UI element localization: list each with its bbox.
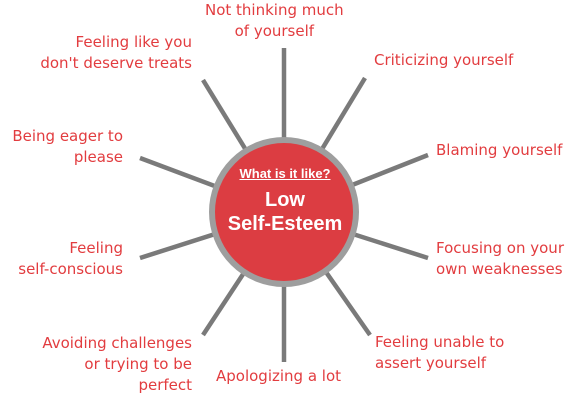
label-self-conscious: Feeling self-conscious [18, 239, 123, 278]
label-apologizing: Apologizing a lot [216, 367, 342, 385]
label-blaming-yourself: Blaming yourself [436, 141, 563, 159]
label-feeling-unable: Feeling unable to assert yourself [375, 333, 505, 372]
label-avoiding-challenges: Avoiding challenges or trying to be perf… [42, 334, 192, 394]
center-title: Low Self-Esteem [200, 188, 370, 236]
label-not-thinking-much: Not thinking much of yourself [205, 1, 344, 40]
label-eager-to-please: Being eager to please [12, 127, 123, 166]
center-hub [209, 137, 359, 287]
label-criticizing-yourself: Criticizing yourself [374, 51, 514, 69]
label-focusing-weaknesses: Focusing on your own weaknesses [436, 239, 564, 278]
label-deserve-treats: Feeling like you don't deserve treats [40, 33, 192, 72]
center-title-line1: Low [265, 189, 305, 211]
center-title-line2: Self-Esteem [227, 213, 343, 235]
center-question: What is it like? [239, 166, 331, 181]
